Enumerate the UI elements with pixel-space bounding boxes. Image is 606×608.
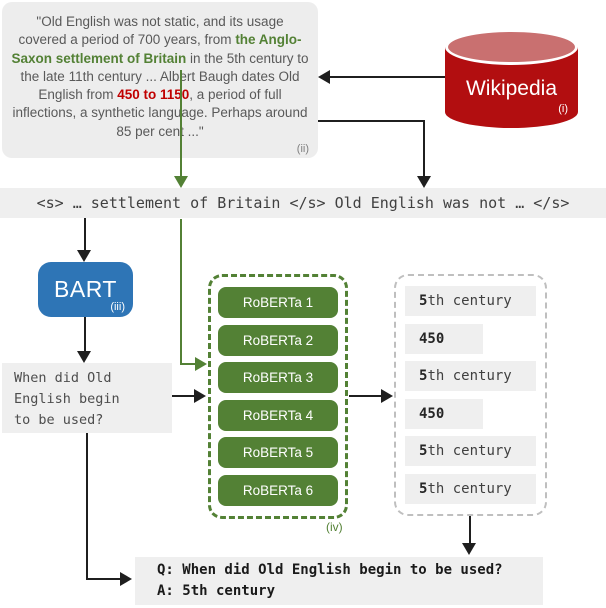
qa-answer-line: A: 5th century	[157, 583, 276, 599]
roberta-roman-label: (iv)	[326, 520, 343, 534]
connector-bart-to-question	[84, 317, 86, 351]
answer-3-number: 5	[419, 368, 428, 385]
answer-5-text: th century	[427, 443, 512, 460]
connector-sequence-to-bart	[84, 218, 86, 250]
answer-4-number: 450	[419, 405, 445, 422]
roberta-ensemble-box: RoBERTa 1 RoBERTa 2 RoBERTa 3 RoBERTa 4 …	[208, 274, 348, 519]
roberta-model-4: RoBERTa 4	[218, 399, 338, 431]
database-cylinder-top	[445, 29, 578, 65]
roberta-model-3: RoBERTa 3	[218, 362, 338, 394]
wikipedia-roman-label: (i)	[558, 103, 568, 115]
qa-output-box: Q: When did Old English begin to be used…	[135, 557, 543, 605]
passage-dates-highlight: 450 to 1150	[117, 87, 190, 103]
connector-answers-to-qa	[469, 516, 471, 544]
arrowhead-question-to-roberta	[194, 389, 206, 403]
bart-title: BART	[54, 276, 117, 302]
roberta-model-2: RoBERTa 2	[218, 324, 338, 356]
passage-text-prefix: "Old English was not static, and its usa…	[18, 14, 284, 48]
input-sequence-text: <s> … settlement of Britain </s> Old Eng…	[36, 194, 570, 212]
arrowhead-answers-to-qa	[462, 543, 476, 555]
qa-question-line: Q: When did Old English begin to be used…	[157, 562, 503, 578]
wikipedia-database: Wikipedia (i)	[445, 29, 578, 129]
answer-chip-2: 450	[405, 323, 483, 354]
answer-6-text: th century	[427, 480, 512, 497]
connector-question-to-qa-v	[86, 433, 88, 580]
connector-sequence-to-roberta-v	[180, 219, 182, 365]
roberta-model-5: RoBERTa 5	[218, 437, 338, 469]
passage-roman-label: (ii)	[296, 143, 309, 155]
arrowhead-sequence-to-roberta	[195, 357, 207, 371]
arrowhead-passage-to-sequence	[417, 176, 431, 188]
bart-box: BART (iii)	[38, 262, 133, 317]
wikipedia-title: Wikipedia	[465, 77, 558, 100]
answer-chip-4: 450	[405, 398, 483, 429]
arrowhead-sequence-to-bart	[77, 250, 91, 262]
connector-wikipedia-to-passage	[330, 76, 445, 78]
bart-roman-label: (iii)	[110, 301, 125, 313]
question-line-3: to be used?	[14, 412, 104, 428]
passage-box: "Old English was not static, and its usa…	[2, 2, 318, 158]
passage-text: "Old English was not static, and its usa…	[11, 13, 309, 140]
connector-passage-to-sequence-v	[423, 120, 425, 178]
roberta-model-1: RoBERTa 1	[218, 287, 338, 318]
question-line-1: When did Old	[14, 370, 112, 386]
connector-passage-to-sequence-h	[318, 120, 425, 122]
arrowhead-bart-to-question	[77, 351, 91, 363]
arrowhead-answer-to-sequence	[174, 176, 188, 188]
connector-question-to-roberta	[172, 395, 194, 397]
roberta-model-6: RoBERTa 6	[218, 474, 338, 506]
answer-3-text: th century	[427, 368, 512, 385]
arrowhead-roberta-to-answers	[381, 389, 393, 403]
answer-1-number: 5	[419, 293, 428, 309]
passage-text-middle: in the 5th century to the late 11th cent…	[20, 50, 309, 103]
input-sequence-bar: <s> … settlement of Britain </s> Old Eng…	[0, 188, 606, 218]
arrowhead-wikipedia-to-passage	[318, 70, 330, 84]
connector-sequence-to-roberta-h	[180, 363, 195, 365]
connector-question-to-qa-h	[86, 578, 120, 580]
connector-roberta-to-answers	[349, 395, 381, 397]
question-box: When did Old English begin to be used?	[2, 363, 172, 433]
answer-2-number: 450	[419, 330, 445, 347]
answer-5-number: 5	[419, 443, 428, 460]
arrowhead-question-to-qa	[120, 572, 132, 586]
connector-answer-to-sequence	[180, 70, 182, 176]
question-line-2: English begin	[14, 391, 120, 407]
answer-6-number: 5	[419, 480, 428, 497]
answer-1-text: th century	[427, 293, 512, 309]
passage-answer-highlight: the Anglo-Saxon settlement of Britain	[11, 32, 302, 66]
